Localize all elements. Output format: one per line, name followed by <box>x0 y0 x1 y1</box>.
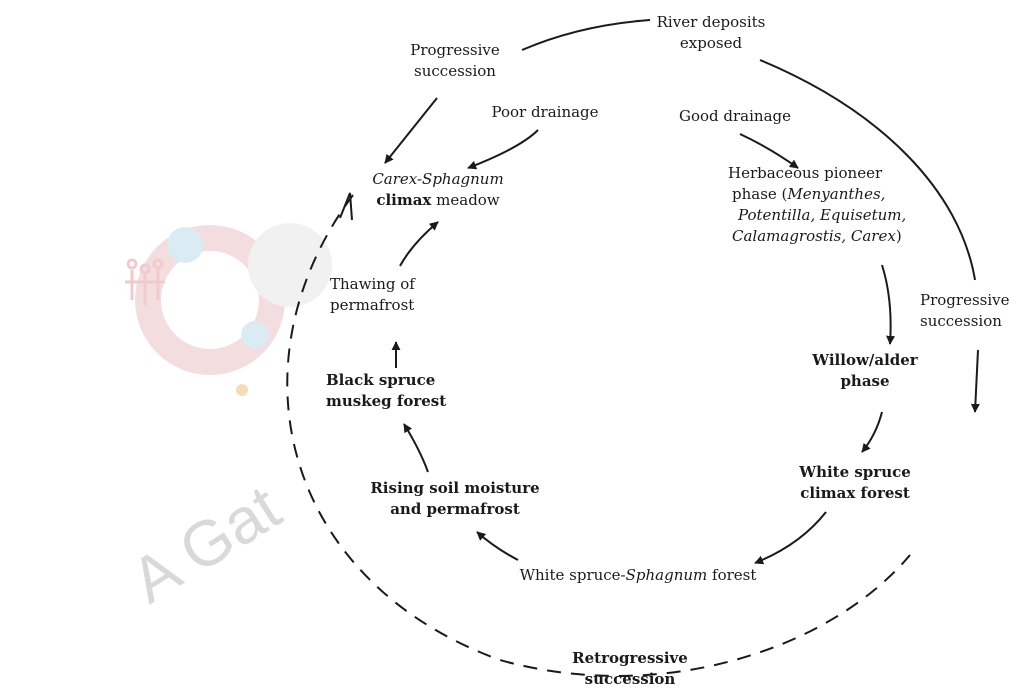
arrow-poor-drainage-to-carex <box>467 129 539 170</box>
watermark-logo <box>125 223 332 396</box>
label-herbaceous-line3: Potentilla, Equisetum, <box>738 206 907 224</box>
label-rising-line2: and permafrost <box>390 500 520 518</box>
progressive-arc-left <box>521 19 651 51</box>
label-herbaceous-line2-italic: Menyanthes, <box>787 185 886 203</box>
arrow-willow-to-white-spruce <box>861 411 883 453</box>
arrow-good-drainage-to-herbaceous <box>739 133 799 169</box>
label-black-spruce-line2: muskeg forest <box>326 392 447 410</box>
label-white-spruce-climax: White spruce climax forest <box>785 462 925 504</box>
label-white-spruce-line1: White spruce <box>799 463 911 481</box>
label-progressive-left-line1: Progressive <box>410 41 500 59</box>
label-herbaceous-line2-plain: phase ( <box>732 185 788 203</box>
watermark-dot-blue <box>167 227 203 263</box>
watermark-dot-orange <box>236 384 248 396</box>
label-willow-line1: Willow/alder <box>812 351 918 369</box>
label-rising-soil: Rising soil moisture and permafrost <box>355 478 555 520</box>
retrogressive-arrowhead <box>339 192 353 221</box>
label-progressive-right-line1: Progressive <box>920 291 1010 309</box>
label-wss-italic: Sphagnum <box>625 566 708 584</box>
label-white-spruce-sphagnum: White spruce-Sphagnum forest <box>488 565 788 586</box>
label-retrogressive-line2: succession <box>584 670 676 688</box>
label-thawing-permafrost: Thawing of permafrost <box>330 274 450 316</box>
label-progressive-left-line2: succession <box>414 62 496 80</box>
label-river-deposits: River deposits exposed <box>636 12 786 54</box>
label-progressive-right-line2: succession <box>920 312 1002 330</box>
label-good-drainage: Good drainage <box>678 107 791 125</box>
label-progressive-right: Progressive succession <box>920 290 1021 332</box>
label-black-spruce: Black spruce muskeg forest <box>326 370 486 412</box>
label-carex-bold: climax <box>376 191 432 209</box>
arrow-thawing-to-carex <box>399 221 439 267</box>
label-thawing-line1: Thawing of <box>330 275 415 293</box>
progressive-arc-right <box>759 59 976 281</box>
label-poor-drainage: Poor drainage <box>491 103 599 121</box>
label-herbaceous-line4-plain: ) <box>895 227 902 245</box>
label-progressive-left: Progressive succession <box>380 40 530 82</box>
label-retrogressive-line1: Retrogressive <box>572 649 688 667</box>
progressive-left-arrow <box>384 97 438 164</box>
arrow-sphagnum-to-rising <box>476 531 519 561</box>
watermark-dot-blue-2 <box>241 321 269 349</box>
label-carex-meadow: Carex-Sphagnum climax meadow <box>368 169 508 211</box>
label-carex-line1: Carex-Sphagnum <box>372 170 504 188</box>
label-wss-plain: White spruce- <box>519 566 626 584</box>
label-herbaceous-line4-italic: Calamagrostis, Carex <box>732 227 896 245</box>
label-retrogressive: Retrogressive succession <box>555 648 705 690</box>
arrow-herbaceous-to-willow <box>881 264 896 345</box>
label-white-spruce-rest: forest <box>855 484 910 502</box>
watermark-people-icon <box>125 258 165 305</box>
label-herbaceous-line1: Herbaceous pioneer <box>728 164 883 182</box>
label-rising-line1: Rising soil moisture <box>370 479 540 497</box>
label-black-spruce-line1: Black spruce <box>326 371 436 389</box>
label-river-deposits-line1: River deposits <box>656 13 766 31</box>
arrow-rising-to-black-spruce <box>403 423 429 473</box>
label-willow-line2: phase <box>840 372 890 390</box>
label-white-spruce-bold: climax <box>800 484 856 502</box>
label-wss-rest: forest <box>707 566 757 584</box>
retrogressive-dashed-arc <box>286 194 911 677</box>
label-willow-alder: Willow/alder phase <box>800 350 930 392</box>
progressive-right-arrow <box>970 349 980 413</box>
watermark-dot-grey <box>248 223 332 307</box>
label-herbaceous-phase: Herbaceous pioneer phase (Menyanthes, Po… <box>728 163 1018 247</box>
label-thawing-line2: permafrost <box>330 296 415 314</box>
arrow-white-spruce-to-sphagnum <box>754 511 827 565</box>
label-river-deposits-line2: exposed <box>679 34 743 52</box>
label-carex-rest: meadow <box>431 191 500 209</box>
